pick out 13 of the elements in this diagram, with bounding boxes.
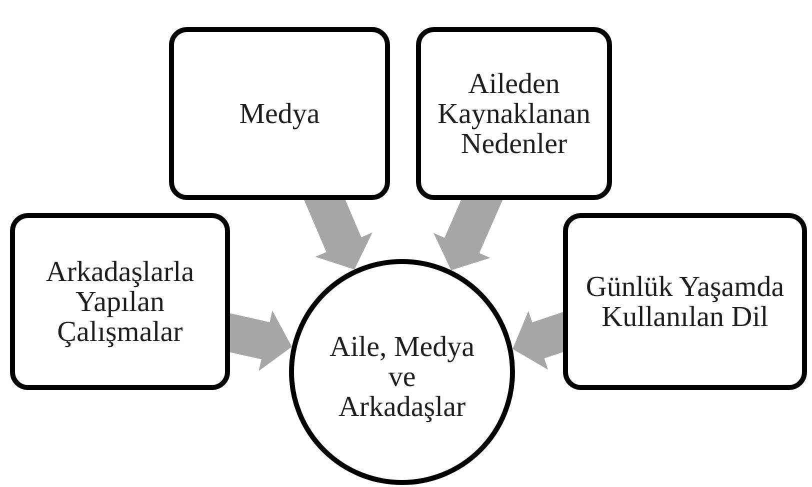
factor-label: Medya: [239, 98, 320, 128]
factor-label: Arkadaşlarla Yapılan Çalışmalar: [44, 256, 196, 346]
factor-label: Günlük Yaşamda Kullanılan Dil: [584, 272, 786, 332]
block-arrow: [434, 200, 503, 270]
block-arrow: [230, 310, 292, 371]
block-arrow: [512, 311, 563, 370]
factor-rounded-rectangle: [169, 27, 390, 200]
factor-rounded-rectangle: [563, 213, 807, 390]
factor-rounded-rectangle: [416, 27, 612, 200]
center-label: Aile, Medya ve Arkadaşlar: [328, 332, 476, 422]
factor-rounded-rectangle: [10, 213, 230, 390]
block-arrow: [304, 200, 372, 270]
factor-label: Aileden Kaynaklanan Nedenler: [436, 68, 592, 158]
